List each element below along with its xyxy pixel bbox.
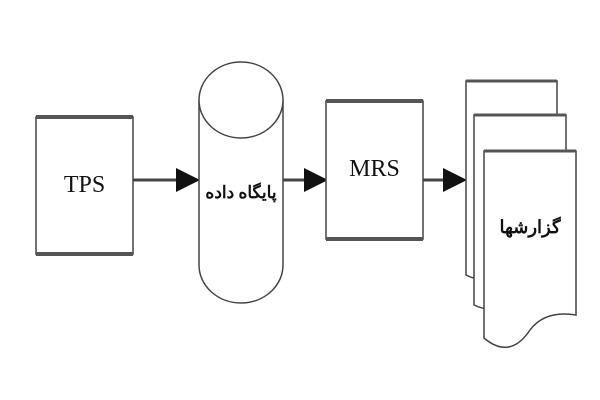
- mrs-box: [325, 100, 424, 240]
- tps-label: TPS: [63, 172, 106, 198]
- reports-documents: [465, 79, 577, 348]
- database-cylinder: [198, 61, 284, 304]
- tps-box: [35, 116, 134, 255]
- database-label: پایگاه داده: [205, 183, 277, 202]
- reports-label: گزارشها: [499, 217, 561, 237]
- mrs-label: MRS: [349, 156, 400, 182]
